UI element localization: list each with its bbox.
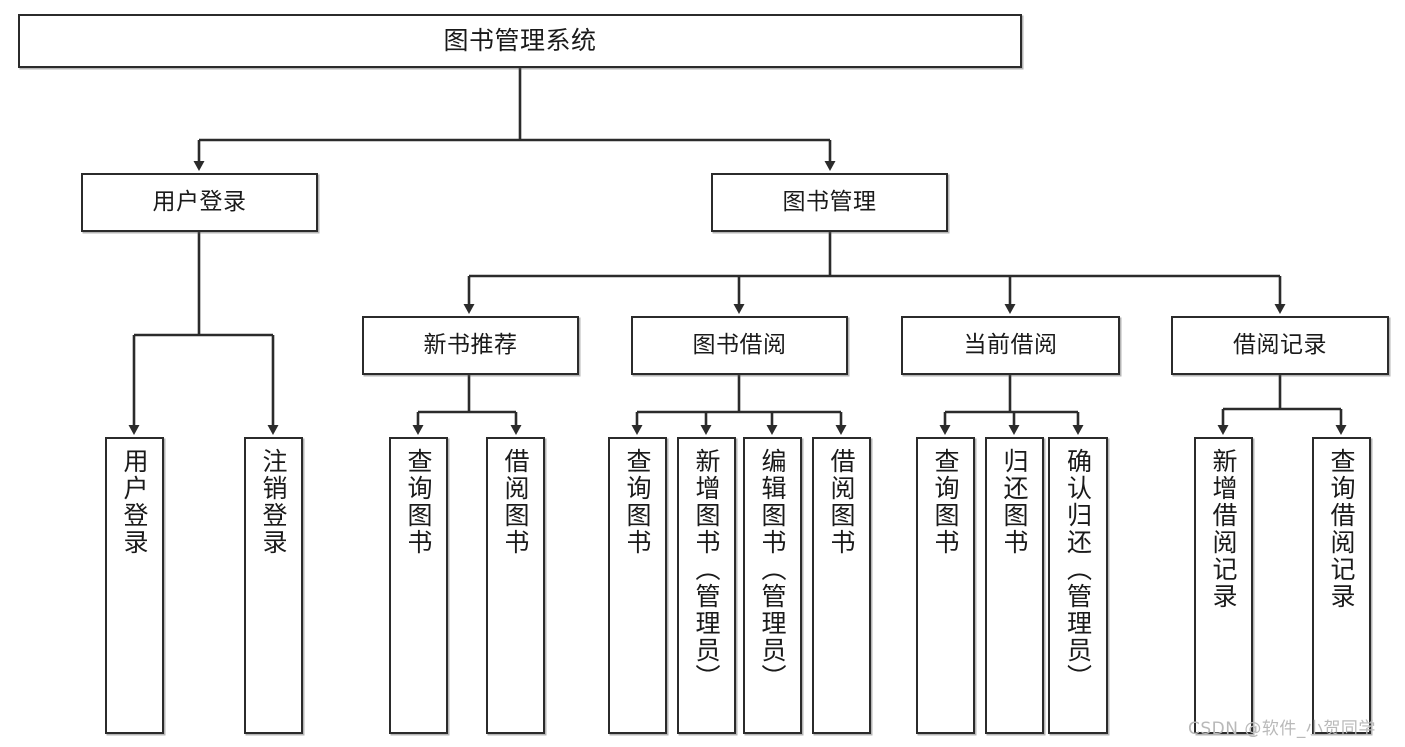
node-root[interactable]: 图书管理系统 [18,14,1022,68]
node-root-label: 图书管理系统 [443,26,597,56]
node-leaf-return-book-label: 归还图书 [1000,448,1029,556]
node-leaf-borrow-book-2[interactable]: 借阅图书 [812,437,871,734]
node-leaf-add-book-label: 新增图书（管理员） [692,448,721,691]
node-book-borrow[interactable]: 图书借阅 [631,316,848,375]
node-leaf-query-book-3-label: 查询图书 [931,448,960,556]
node-new-book-rec[interactable]: 新书推荐 [362,316,579,375]
node-new-book-rec-label: 新书推荐 [423,331,518,358]
node-current-borrow-label: 当前借阅 [963,331,1058,358]
node-leaf-query-book-2[interactable]: 查询图书 [608,437,667,734]
node-book-manage[interactable]: 图书管理 [711,173,948,232]
node-borrow-record[interactable]: 借阅记录 [1171,316,1389,375]
node-leaf-query-book-2-label: 查询图书 [623,448,652,556]
node-book-manage-label: 图书管理 [782,188,877,215]
node-leaf-logout-label: 注销登录 [259,448,288,556]
node-leaf-query-record-label: 查询借阅记录 [1327,448,1356,610]
node-leaf-user-login-label: 用户登录 [120,448,149,556]
node-user-login-label: 用户登录 [152,188,247,215]
node-leaf-add-record-label: 新增借阅记录 [1209,448,1238,610]
watermark-text: CSDN @软件_小贺同学 [1188,719,1376,739]
node-leaf-edit-book-label: 编辑图书（管理员） [758,448,787,691]
node-leaf-confirm-return[interactable]: 确认归还（管理员） [1048,437,1108,734]
node-leaf-borrow-book-1[interactable]: 借阅图书 [486,437,545,734]
node-leaf-add-record[interactable]: 新增借阅记录 [1194,437,1253,734]
node-leaf-borrow-book-2-label: 借阅图书 [827,448,856,556]
node-leaf-confirm-return-label: 确认归还（管理员） [1063,448,1093,691]
node-user-login[interactable]: 用户登录 [81,173,318,232]
node-book-borrow-label: 图书借阅 [692,331,787,358]
node-leaf-return-book[interactable]: 归还图书 [985,437,1044,734]
node-leaf-user-login[interactable]: 用户登录 [105,437,164,734]
node-leaf-edit-book[interactable]: 编辑图书（管理员） [743,437,802,734]
node-leaf-query-book-3[interactable]: 查询图书 [916,437,975,734]
node-leaf-borrow-book-1-label: 借阅图书 [501,448,530,556]
node-leaf-query-book-1-label: 查询图书 [404,448,433,556]
node-current-borrow[interactable]: 当前借阅 [901,316,1120,375]
node-leaf-add-book[interactable]: 新增图书（管理员） [677,437,736,734]
node-borrow-record-label: 借阅记录 [1233,331,1327,358]
node-leaf-query-book-1[interactable]: 查询图书 [389,437,448,734]
node-leaf-logout[interactable]: 注销登录 [244,437,303,734]
node-leaf-query-record[interactable]: 查询借阅记录 [1312,437,1371,734]
